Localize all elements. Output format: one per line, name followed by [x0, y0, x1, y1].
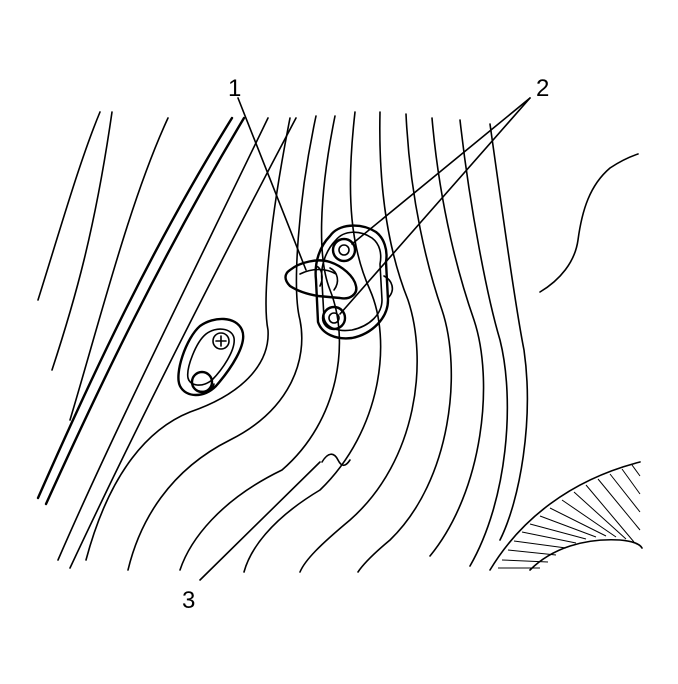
leader-line-2b [339, 97, 531, 315]
leader-lines [199, 97, 531, 581]
surface-mark [321, 453, 351, 467]
quarter-panel-edge [539, 153, 639, 293]
door-frame-contours [85, 111, 529, 573]
leader-line-3 [199, 461, 321, 581]
bolt-lower [321, 305, 347, 331]
body-pillar-lines [36, 111, 297, 569]
leader-line-2a [351, 97, 531, 245]
slotted-bracket [177, 317, 245, 397]
wheel-well [489, 461, 643, 571]
door-striker-assembly [284, 224, 394, 340]
callout-3: 3 [182, 587, 195, 614]
callout-1: 1 [228, 75, 241, 102]
leader-line-1 [237, 97, 307, 271]
bolt-upper [331, 237, 357, 263]
callout-2: 2 [536, 75, 549, 102]
